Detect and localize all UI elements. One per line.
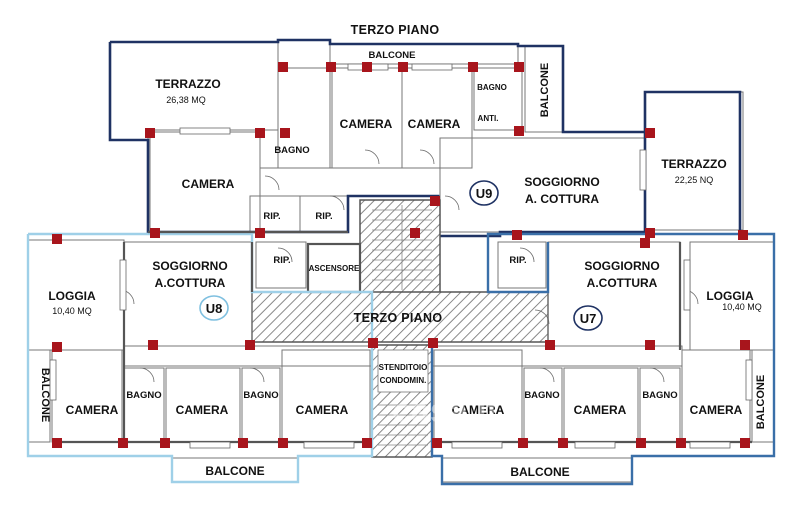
label-soggiorno-u8-2: A.COTTURA xyxy=(155,276,226,290)
label-loggia-left: LOGGIA xyxy=(48,289,96,303)
label-camera-u8-b: CAMERA xyxy=(176,403,229,417)
label-camera-u8-c: CAMERA xyxy=(296,403,349,417)
terrazzo-left xyxy=(109,41,279,141)
label-balcone-left: BALCONE xyxy=(39,368,51,422)
stenditoio-steps xyxy=(378,404,428,446)
unit-badge-u7: U7 xyxy=(573,305,603,331)
camera-u8-a xyxy=(51,349,123,443)
label-anti-u9: ANTI. xyxy=(478,114,499,123)
label-stenditoio-1: STENDITOIO xyxy=(379,363,428,372)
label-unit-u9: U9 xyxy=(476,186,493,201)
label-terrazzo-right: TERRAZZO xyxy=(661,157,726,171)
bagno-u9-right xyxy=(473,67,523,131)
label-soggiorno-u7-1: SOGGIORNO xyxy=(584,259,659,273)
label-bagno-u9-a: BAGNO xyxy=(274,145,309,156)
label-balcone-bottom-left: BALCONE xyxy=(205,464,264,478)
label-camera-u9-c: CAMERA xyxy=(182,177,235,191)
rip-u8 xyxy=(255,241,307,289)
label-soggiorno-u9-1: SOGGIORNO xyxy=(524,175,599,189)
label-soggiorno-u8-1: SOGGIORNO xyxy=(152,259,227,273)
label-terrazzo-left: TERRAZZO xyxy=(155,77,220,91)
camera-u8-c xyxy=(281,349,371,443)
label-loggia-right-area: 10,40 MQ xyxy=(722,302,762,312)
windows xyxy=(49,63,753,449)
soggiorno-u7 xyxy=(547,241,681,347)
hall-u7 xyxy=(431,345,683,367)
unit-badge-u9: U9 xyxy=(469,180,499,206)
soggiorno-u8 xyxy=(123,241,253,347)
label-soggiorno-u7-2: A.COTTURA xyxy=(587,276,658,290)
bagno-u7-b xyxy=(639,367,681,443)
stenditoio-box xyxy=(377,349,429,393)
label-bagno-u8-a: BAGNO xyxy=(126,390,161,401)
u7-outline xyxy=(430,232,776,486)
bagno-u7-a xyxy=(523,367,563,443)
label-camera-u7-b: CAMERA xyxy=(574,403,627,417)
u9-outline-top xyxy=(110,38,645,134)
label-balcone-bottom-right: BALCONE xyxy=(510,465,569,479)
label-balcone-right: BALCONE xyxy=(755,375,767,429)
label-bagno-u7-a: BAGNO xyxy=(524,390,559,401)
bagno-u8-b xyxy=(241,367,281,443)
watermark: casa.it xyxy=(392,392,498,430)
bagno-u8-a xyxy=(123,367,165,443)
label-unit-u8: U8 xyxy=(206,301,223,316)
label-stenditoio-2: CONDOMIN. xyxy=(380,376,427,385)
label-rip-u8: RIP. xyxy=(273,255,290,266)
label-camera-u9-a: CAMERA xyxy=(340,117,393,131)
label-camera-u8-a: CAMERA xyxy=(66,403,119,417)
stair-steps xyxy=(372,205,432,290)
balcone-top xyxy=(329,43,519,65)
label-camera-u7-a: CAMERA xyxy=(452,403,505,417)
label-loggia-left-area: 10,40 MQ xyxy=(52,306,92,316)
label-balcone-top: BALCONE xyxy=(369,50,416,61)
label-bagno-u7-b: BAGNO xyxy=(642,390,677,401)
label-camera-u7-c: CAMERA xyxy=(690,403,743,417)
label-terrazzo-left-area: 26,38 MQ xyxy=(166,95,206,105)
label-unit-u7: U7 xyxy=(580,311,597,326)
label-rip-u9-b: RIP. xyxy=(315,211,332,222)
floor-title-center: TERZO PIANO xyxy=(354,311,443,325)
camera-u7-c xyxy=(681,349,751,443)
label-balcone-top-right: BALCONE xyxy=(539,63,551,117)
unit-badge-u8: U8 xyxy=(199,295,229,321)
corridor-u9 xyxy=(259,167,441,197)
label-terrazzo-right-area: 22,25 NQ xyxy=(675,175,714,185)
floor-title-top: TERZO PIANO xyxy=(351,23,440,37)
label-loggia-right: LOGGIA xyxy=(706,289,754,303)
label-camera-u9-b: CAMERA xyxy=(408,117,461,131)
label-bagno-u9-b: BAGNO xyxy=(477,83,507,92)
rip-u7 xyxy=(497,241,547,289)
label-rip-u7: RIP. xyxy=(509,255,526,266)
label-bagno-u8-b: BAGNO xyxy=(243,390,278,401)
label-soggiorno-u9-2: A. COTTURA xyxy=(525,192,599,206)
label-rip-u9-a: RIP. xyxy=(263,211,280,222)
pillars xyxy=(52,62,750,448)
label-ascensore: ASCENSORE xyxy=(309,264,360,273)
